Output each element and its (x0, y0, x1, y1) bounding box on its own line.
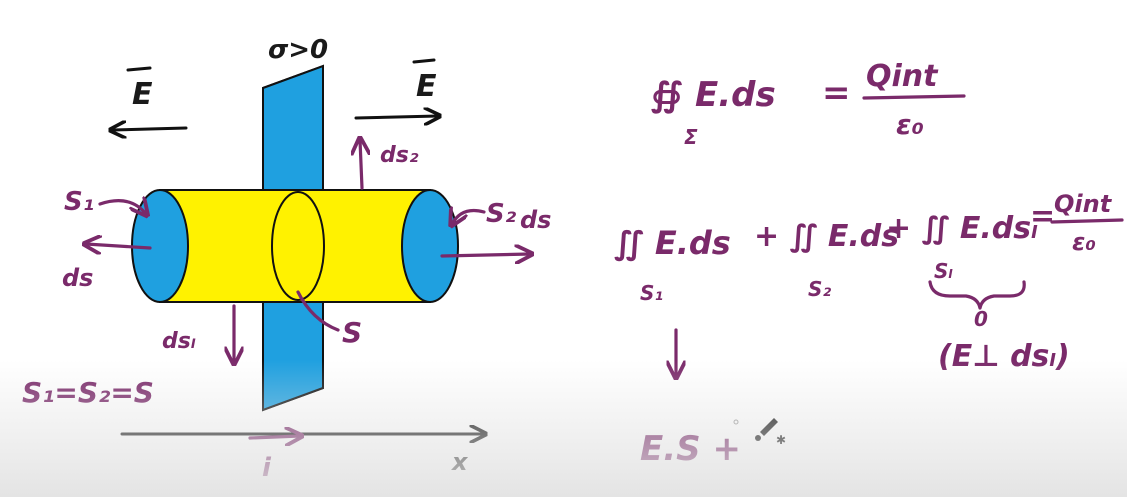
gauss-law-equals: = (822, 73, 851, 113)
ds-right-arrow (440, 254, 530, 256)
s-plane-label: S (342, 316, 362, 349)
field-left-vector-bar (126, 66, 152, 72)
result-partial: E.S + (640, 429, 741, 469)
expansion-term2: + ∬ E.ds (754, 219, 899, 254)
ds-left-arrow (86, 244, 152, 248)
field-right-label: E (416, 69, 437, 104)
unit-vector-arrow (248, 436, 300, 438)
expansion-sub3: Sₗ (934, 259, 953, 283)
expansion-sub2: S₂ (808, 277, 831, 301)
plane-cross-section (271, 191, 325, 301)
field-left-label: E (132, 77, 153, 112)
s2-label: S₂ (486, 199, 517, 229)
unit-vector-label: i (262, 453, 272, 483)
svg-text:✱: ✱ (776, 433, 786, 447)
ds-lateral-bottom-label: dsₗ (162, 329, 196, 354)
expansion-rhs-num: Qint (1054, 190, 1113, 218)
field-right-vector-bar (412, 58, 436, 64)
ds-lateral-top-arrow (360, 140, 362, 190)
expansion-equals: = (1030, 199, 1055, 234)
gauss-law-rhs-num: Qint (866, 59, 939, 94)
expansion-rhs-den: ε₀ (1072, 228, 1096, 256)
s1-label: S₁ (64, 187, 94, 217)
underbrace (928, 280, 1026, 310)
ds-left-label: ds (62, 264, 93, 292)
brush-icon[interactable]: ✱ (755, 418, 786, 447)
ds2-top-label: ds₂ (380, 143, 419, 168)
field-left-arrow (112, 128, 188, 130)
ds-right-label: ds (520, 206, 551, 234)
lateral-zero: 0 (974, 307, 988, 331)
field-right-arrow (354, 116, 438, 118)
end-cap-s2 (401, 189, 459, 303)
sigma-condition: σ>0 (268, 35, 328, 65)
perpendicular-note: (E⊥ dsₗ) (938, 339, 1070, 374)
expansion-term3: + ∬ E.dsₗ (886, 211, 1038, 246)
gauss-law-lhs: ∯ E.ds (650, 75, 776, 115)
expansion-term1: ∬ E.ds (614, 224, 731, 262)
x-axis-label: x (451, 448, 469, 476)
expansion-sub1: S₁ (640, 281, 663, 305)
gauss-law-rhs-den: ε₀ (896, 108, 924, 141)
area-equality: S₁=S₂=S (22, 376, 154, 409)
gauss-law-sigma: Σ (684, 125, 698, 149)
